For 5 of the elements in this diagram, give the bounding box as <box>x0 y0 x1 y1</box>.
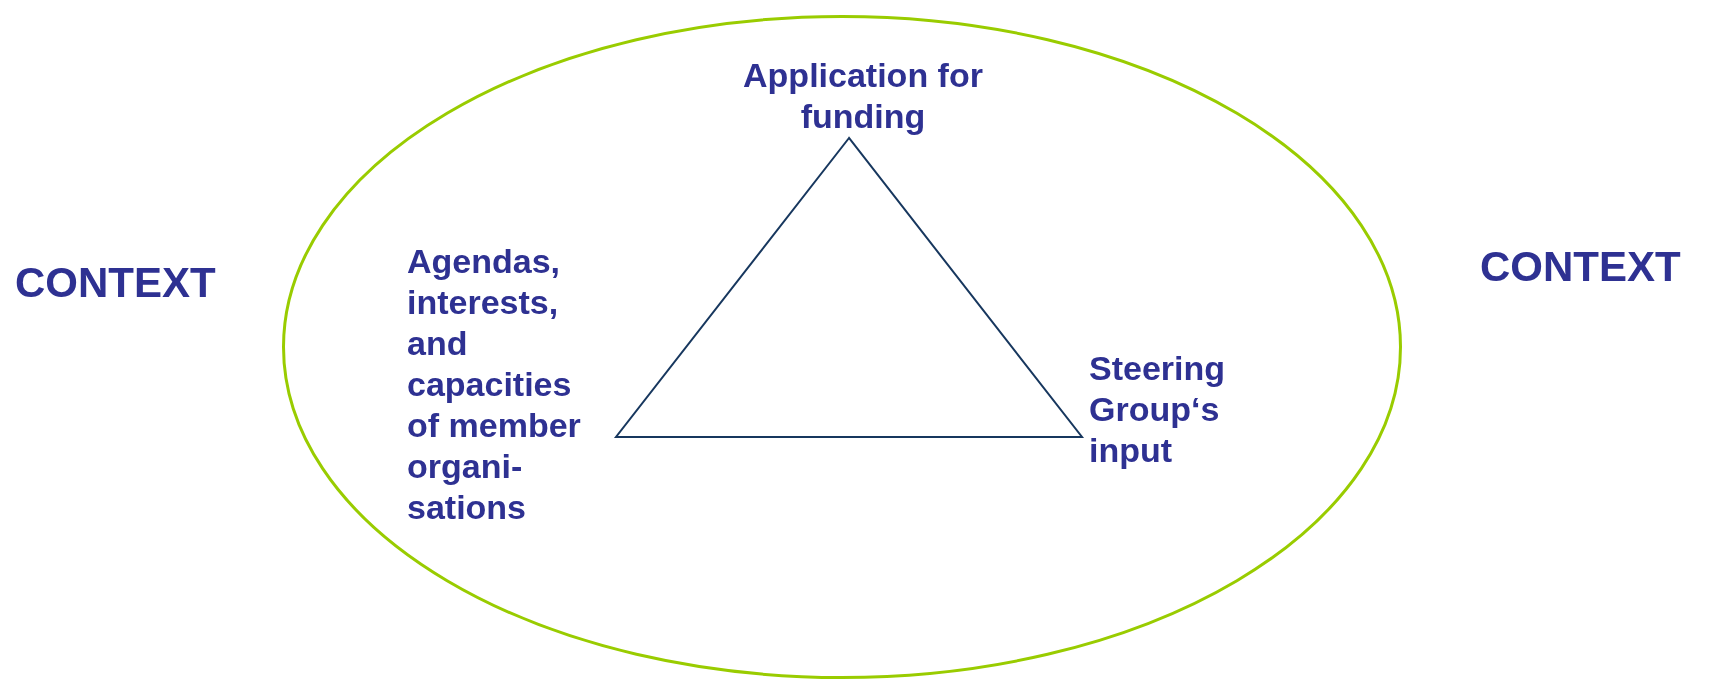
text-label: Application for funding <box>743 56 983 135</box>
text-label: CONTEXT <box>15 259 216 306</box>
text-label: Steering Group‘s input <box>1089 349 1226 469</box>
text-label: CONTEXT <box>1480 243 1681 290</box>
text-label: Agendas, interests, and capacities of member organi- sations <box>407 242 581 526</box>
